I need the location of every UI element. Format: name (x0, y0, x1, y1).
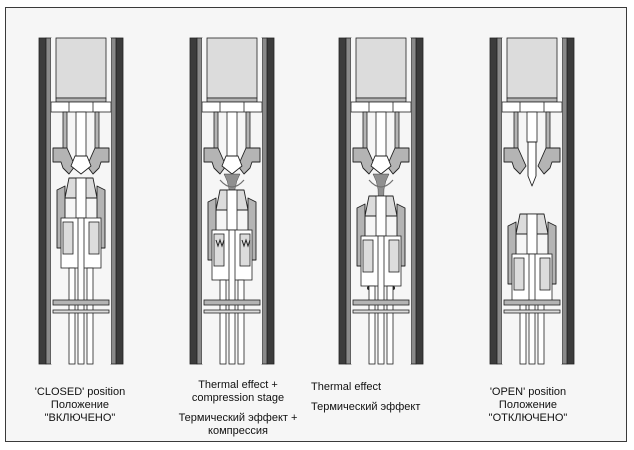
lower-support-plate (52, 309, 110, 314)
outer-wall-right (415, 37, 424, 365)
moving-contact-pin (375, 195, 387, 237)
terminal-collar (55, 97, 107, 103)
upper-nozzle-right (537, 147, 561, 175)
upper-contact-tip (221, 155, 243, 175)
outer-wall-left (338, 37, 347, 365)
fixed-piston-plate (52, 299, 110, 306)
chamber-left-cell (213, 233, 225, 267)
outer-wall-right (115, 37, 124, 365)
terminal-flange (50, 101, 112, 113)
caption-tc-ru-1: Термический эффект + (178, 412, 298, 424)
caption-open-en: 'OPEN' position (489, 386, 567, 398)
outer-wall-right (266, 37, 275, 365)
top-terminal (506, 37, 558, 99)
piston-rod-right (237, 279, 245, 365)
arc-shock (368, 179, 394, 188)
outer-wall-left (489, 37, 498, 365)
drive-rod (528, 253, 536, 365)
moving-contact-pin (75, 177, 87, 219)
upper-nozzle-right (237, 147, 261, 175)
lower-support-plate (203, 309, 261, 314)
piston-rod-left (368, 285, 376, 365)
panel-thermal-compression (189, 37, 275, 365)
circuit-breaker-diagram (38, 37, 575, 365)
piston-rod-right (386, 285, 394, 365)
spring-left (215, 238, 225, 248)
chamber-right-cell (239, 233, 251, 267)
outer-wall-right (566, 37, 575, 365)
upper-contact-rod (526, 111, 538, 143)
caption-tc-en-2: compression stage (191, 392, 285, 404)
piston-rod-left (68, 267, 76, 365)
caption-open-ru-2: "ОТКЛЮЧЕНО" (488, 412, 568, 424)
chamber-left-cell (62, 221, 74, 255)
fixed-piston-plate (352, 299, 410, 306)
caption-closed-ru-2: "ВКЛЮЧЕНО" (44, 412, 116, 424)
fixed-piston-plate (503, 299, 561, 306)
lower-support-plate (503, 309, 561, 314)
inner-wall-right (261, 37, 268, 365)
caption-tc-en-1: Thermal effect + (198, 379, 278, 391)
drive-rod (77, 217, 85, 365)
terminal-collar (355, 97, 407, 103)
caption-closed: 'CLOSED' position Положение "ВКЛЮЧЕНО" (20, 386, 140, 425)
upper-nozzle-left (203, 147, 227, 175)
caption-open: 'OPEN' position Положение "ОТКЛЮЧЕНО" (468, 386, 588, 425)
caption-thermal-compression: Thermal effect + compression stage Терми… (158, 379, 318, 439)
spring-right (241, 238, 251, 248)
caption-closed-en: 'CLOSED' position (34, 386, 126, 398)
upper-nozzle-right (386, 147, 410, 175)
top-terminal (206, 37, 258, 99)
upper-nozzle-left (52, 147, 76, 175)
chamber-left-cell (362, 239, 374, 273)
caption-closed-ru-1: Положение (50, 399, 110, 411)
piston-rod-left (219, 279, 227, 365)
panel-closed (38, 37, 124, 365)
caption-tc-ru-2: компрессия (208, 425, 268, 437)
inner-wall-right (561, 37, 568, 365)
moving-contact-pin (226, 189, 238, 231)
upper-contact-tip (527, 141, 537, 187)
upper-contact-rod (375, 111, 387, 157)
upper-contact-rod (75, 111, 87, 161)
fixed-piston-plate (203, 299, 261, 306)
terminal-flange (501, 101, 563, 113)
upper-nozzle-left (503, 147, 527, 175)
chamber-left-cell (513, 257, 525, 291)
terminal-flange (201, 101, 263, 113)
terminal-flange (350, 101, 412, 113)
outer-wall-left (38, 37, 47, 365)
inner-wall-left (496, 37, 503, 365)
caption-thermal: Thermal effect Термический эффект (311, 381, 441, 414)
chamber-right-cell (88, 221, 100, 255)
moving-contact-pin (526, 213, 538, 255)
inner-wall-left (196, 37, 203, 365)
figure-frame: 'CLOSED' position Положение "ВКЛЮЧЕНО" T… (5, 7, 627, 442)
chamber-right-cell (539, 257, 551, 291)
upper-nozzle-right (86, 147, 110, 175)
inner-wall-right (110, 37, 117, 365)
outer-wall-left (189, 37, 198, 365)
terminal-collar (506, 97, 558, 103)
drive-rod (228, 229, 236, 365)
lower-support-plate (352, 309, 410, 314)
piston-rod-right (86, 267, 94, 365)
upper-nozzle-left (352, 147, 376, 175)
inner-wall-left (45, 37, 52, 365)
upper-contact-tip (70, 155, 92, 175)
panel-thermal (338, 37, 424, 365)
inner-wall-left (345, 37, 352, 365)
caption-open-ru-1: Положение (498, 399, 558, 411)
top-terminal (355, 37, 407, 99)
chamber-right-cell (388, 239, 400, 273)
inner-wall-right (410, 37, 417, 365)
upper-contact-tip (370, 155, 392, 175)
terminal-collar (206, 97, 258, 103)
upper-contact-rod (226, 111, 238, 157)
arc-shock (219, 179, 245, 188)
top-terminal (55, 37, 107, 99)
caption-thermal-en: Thermal effect (311, 381, 382, 393)
caption-thermal-ru: Термический эффект (311, 401, 421, 413)
panel-open (489, 37, 575, 365)
